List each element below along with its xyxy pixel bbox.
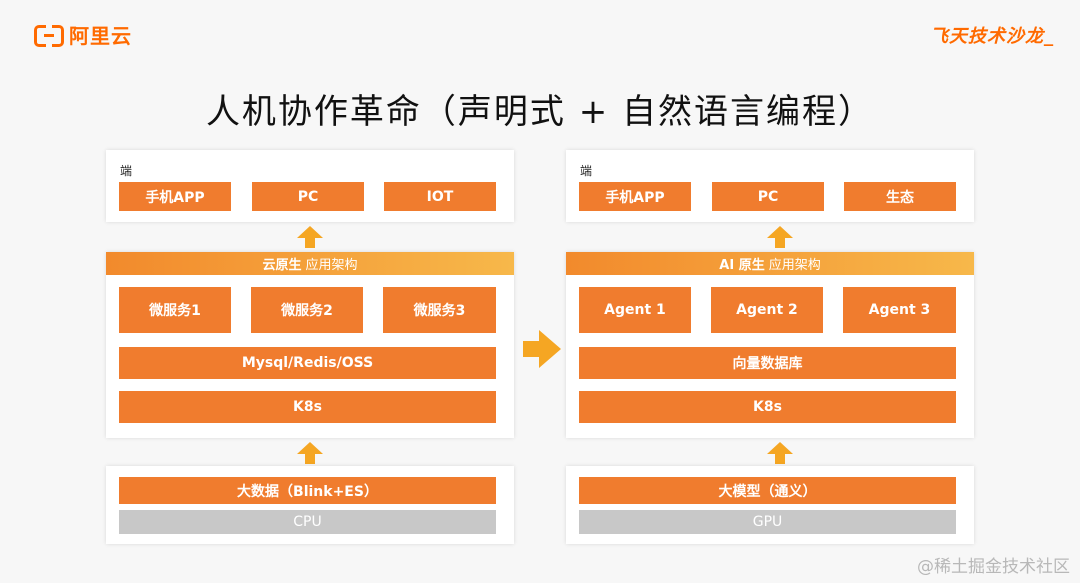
- left-terminal-item: PC: [252, 182, 364, 211]
- up-arrow-icon: [767, 226, 793, 248]
- right-terminal-item: 手机APP: [579, 182, 691, 211]
- right-arch-band: AI 原生 应用架构: [566, 252, 974, 275]
- right-arrow-icon: [523, 330, 561, 368]
- left-service: 微服务1: [119, 287, 231, 333]
- aliyun-logo-icon: [34, 24, 64, 47]
- watermark: @稀土掘金技术社区: [917, 557, 1070, 577]
- right-terminal-label: 端: [580, 164, 593, 178]
- right-infra: K8s: [579, 391, 956, 423]
- right-terminal-item: PC: [712, 182, 824, 211]
- left-storage: Mysql/Redis/OSS: [119, 347, 496, 379]
- left-terminal-label: 端: [120, 164, 133, 178]
- right-agent: Agent 3: [843, 287, 956, 333]
- right-storage: 向量数据库: [579, 347, 956, 379]
- left-data-layer: 大数据（Blink+ES）: [119, 477, 496, 504]
- right-terminal-item: 生态: [844, 182, 956, 211]
- left-terminal-item: 手机APP: [119, 182, 231, 211]
- right-compute-layer: GPU: [579, 510, 956, 534]
- left-infra: K8s: [119, 391, 496, 423]
- page-title: 人机协作革命（声明式 + 自然语言编程）: [205, 92, 875, 132]
- brand-right: 飞天技术沙龙_: [930, 26, 1054, 47]
- right-agent: Agent 1: [579, 287, 691, 333]
- right-data-layer: 大模型（通义）: [579, 477, 956, 504]
- right-terminal-panel: 端 手机APP PC 生态: [566, 150, 974, 222]
- right-band-bold: AI 原生: [719, 258, 765, 273]
- left-terminal-panel: 端 手机APP PC IOT: [106, 150, 514, 222]
- aliyun-logo: 阿里云: [34, 20, 132, 49]
- left-arch-band: 云原生 应用架构: [106, 252, 514, 275]
- up-arrow-icon: [297, 226, 323, 248]
- right-agent: Agent 2: [711, 287, 823, 333]
- right-band-text: 应用架构: [768, 258, 821, 273]
- left-service: 微服务2: [251, 287, 363, 333]
- logo-text: 阿里云: [69, 24, 132, 48]
- left-terminal-item: IOT: [384, 182, 496, 211]
- left-compute-layer: CPU: [119, 510, 496, 534]
- up-arrow-icon: [297, 442, 323, 464]
- up-arrow-icon: [767, 442, 793, 464]
- left-band-bold: 云原生: [262, 258, 302, 273]
- left-service: 微服务3: [383, 287, 496, 333]
- left-band-text: 应用架构: [305, 258, 358, 273]
